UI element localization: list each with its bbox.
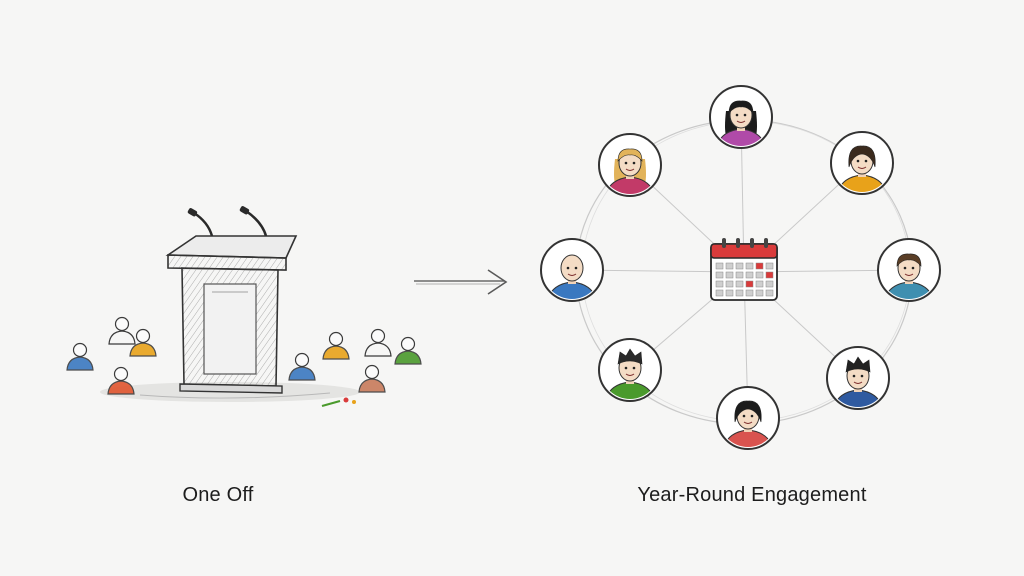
audience-person-icon (358, 364, 386, 393)
person-avatar-2 (830, 131, 894, 195)
podium-icon (165, 206, 298, 394)
person-avatar-8 (598, 133, 662, 197)
audience-person-icon (108, 316, 136, 345)
audience-person-icon (66, 342, 94, 371)
caption-year-round-engagement: Year-Round Engagement (637, 484, 867, 506)
audience-person-icon (322, 331, 350, 360)
pencil-icon (321, 397, 356, 408)
engagement-cycle (540, 85, 941, 450)
audience-person-icon (129, 328, 157, 357)
person-avatar-5 (716, 386, 780, 450)
audience-person-icon (107, 366, 135, 395)
audience-group (66, 316, 422, 395)
caption-one-off: One Off (182, 484, 254, 506)
audience-person-icon (288, 352, 316, 381)
calendar-icon (710, 238, 778, 301)
person-avatar-6 (598, 338, 662, 402)
right-arrow-icon (414, 269, 508, 295)
people-ring (540, 85, 941, 450)
person-avatar-3 (877, 238, 941, 302)
person-avatar-4 (826, 346, 890, 410)
person-avatar-1 (709, 85, 773, 149)
podium-scene (66, 206, 422, 408)
audience-person-icon (364, 328, 392, 357)
person-avatar-7 (540, 238, 604, 302)
audience-person-icon (394, 336, 422, 365)
